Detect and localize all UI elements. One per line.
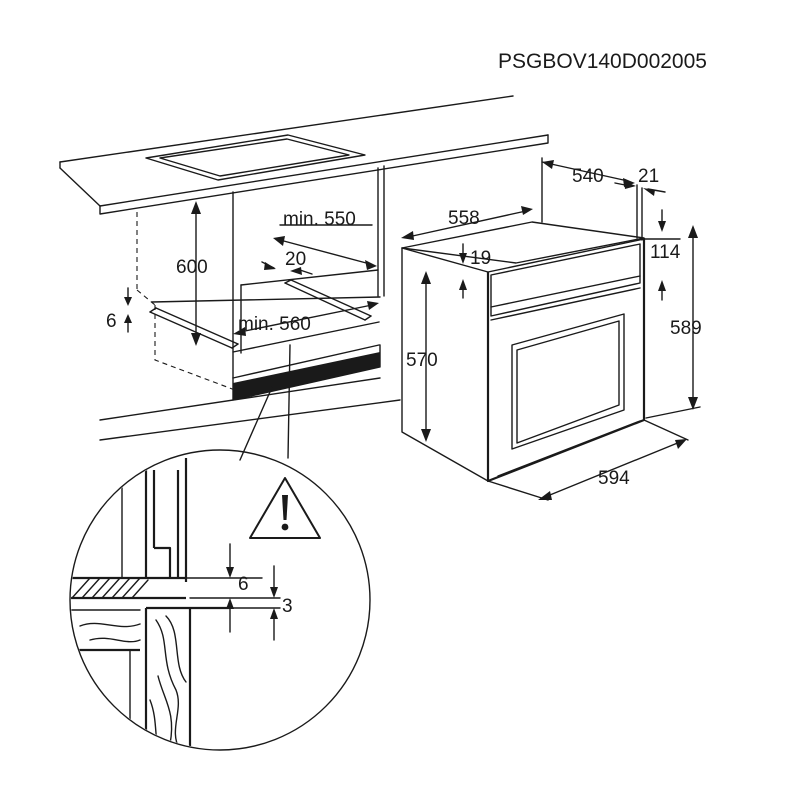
dim-min-560: min. 560 xyxy=(233,301,379,336)
drawing-code: PSGBOV140D002005 xyxy=(498,50,707,73)
dim-19: 19 xyxy=(459,243,491,299)
dim-3-detail: 3 xyxy=(189,565,293,641)
label-6-detail: 6 xyxy=(238,574,249,595)
label-min-550: min. 550 xyxy=(283,209,356,230)
label-540: 540 xyxy=(572,166,604,187)
callout-line-left xyxy=(239,384,274,461)
label-19: 19 xyxy=(470,248,491,269)
dim-594: 594 xyxy=(487,419,689,501)
label-3-detail: 3 xyxy=(282,596,293,617)
dim-570: 570 xyxy=(406,271,438,442)
dim-20: 20 xyxy=(261,249,313,275)
floor-line xyxy=(99,377,381,421)
label-21: 21 xyxy=(638,166,659,187)
dim-558: 558 xyxy=(401,206,533,240)
warning-triangle-icon xyxy=(249,477,321,539)
dim-589: 589 xyxy=(645,225,702,419)
cabinet-niche xyxy=(136,165,385,401)
worktop xyxy=(59,95,549,215)
dim-21: 21 xyxy=(614,166,666,241)
dim-600: 600 xyxy=(176,201,208,346)
label-570: 570 xyxy=(406,350,438,371)
hob-cutout xyxy=(145,134,366,181)
label-600: 600 xyxy=(176,257,208,278)
floor-line-2 xyxy=(99,399,401,441)
detail-circle xyxy=(69,449,371,751)
plinth-fill xyxy=(233,352,380,400)
dim-540: 540 xyxy=(541,157,635,223)
dim-6-left: 6 xyxy=(106,287,132,333)
dim-min-550: min. 550 xyxy=(273,209,377,270)
label-594: 594 xyxy=(598,468,630,489)
label-6-left: 6 xyxy=(106,311,117,332)
callout-line-right xyxy=(287,344,291,459)
oven-body xyxy=(401,221,646,483)
dim-6-detail: 6 xyxy=(185,543,263,633)
label-589: 589 xyxy=(670,318,702,339)
dim-114: 114 xyxy=(643,209,681,301)
label-20: 20 xyxy=(285,249,306,270)
label-558: 558 xyxy=(448,208,480,229)
label-min-560: min. 560 xyxy=(238,314,311,335)
label-114: 114 xyxy=(650,242,681,263)
